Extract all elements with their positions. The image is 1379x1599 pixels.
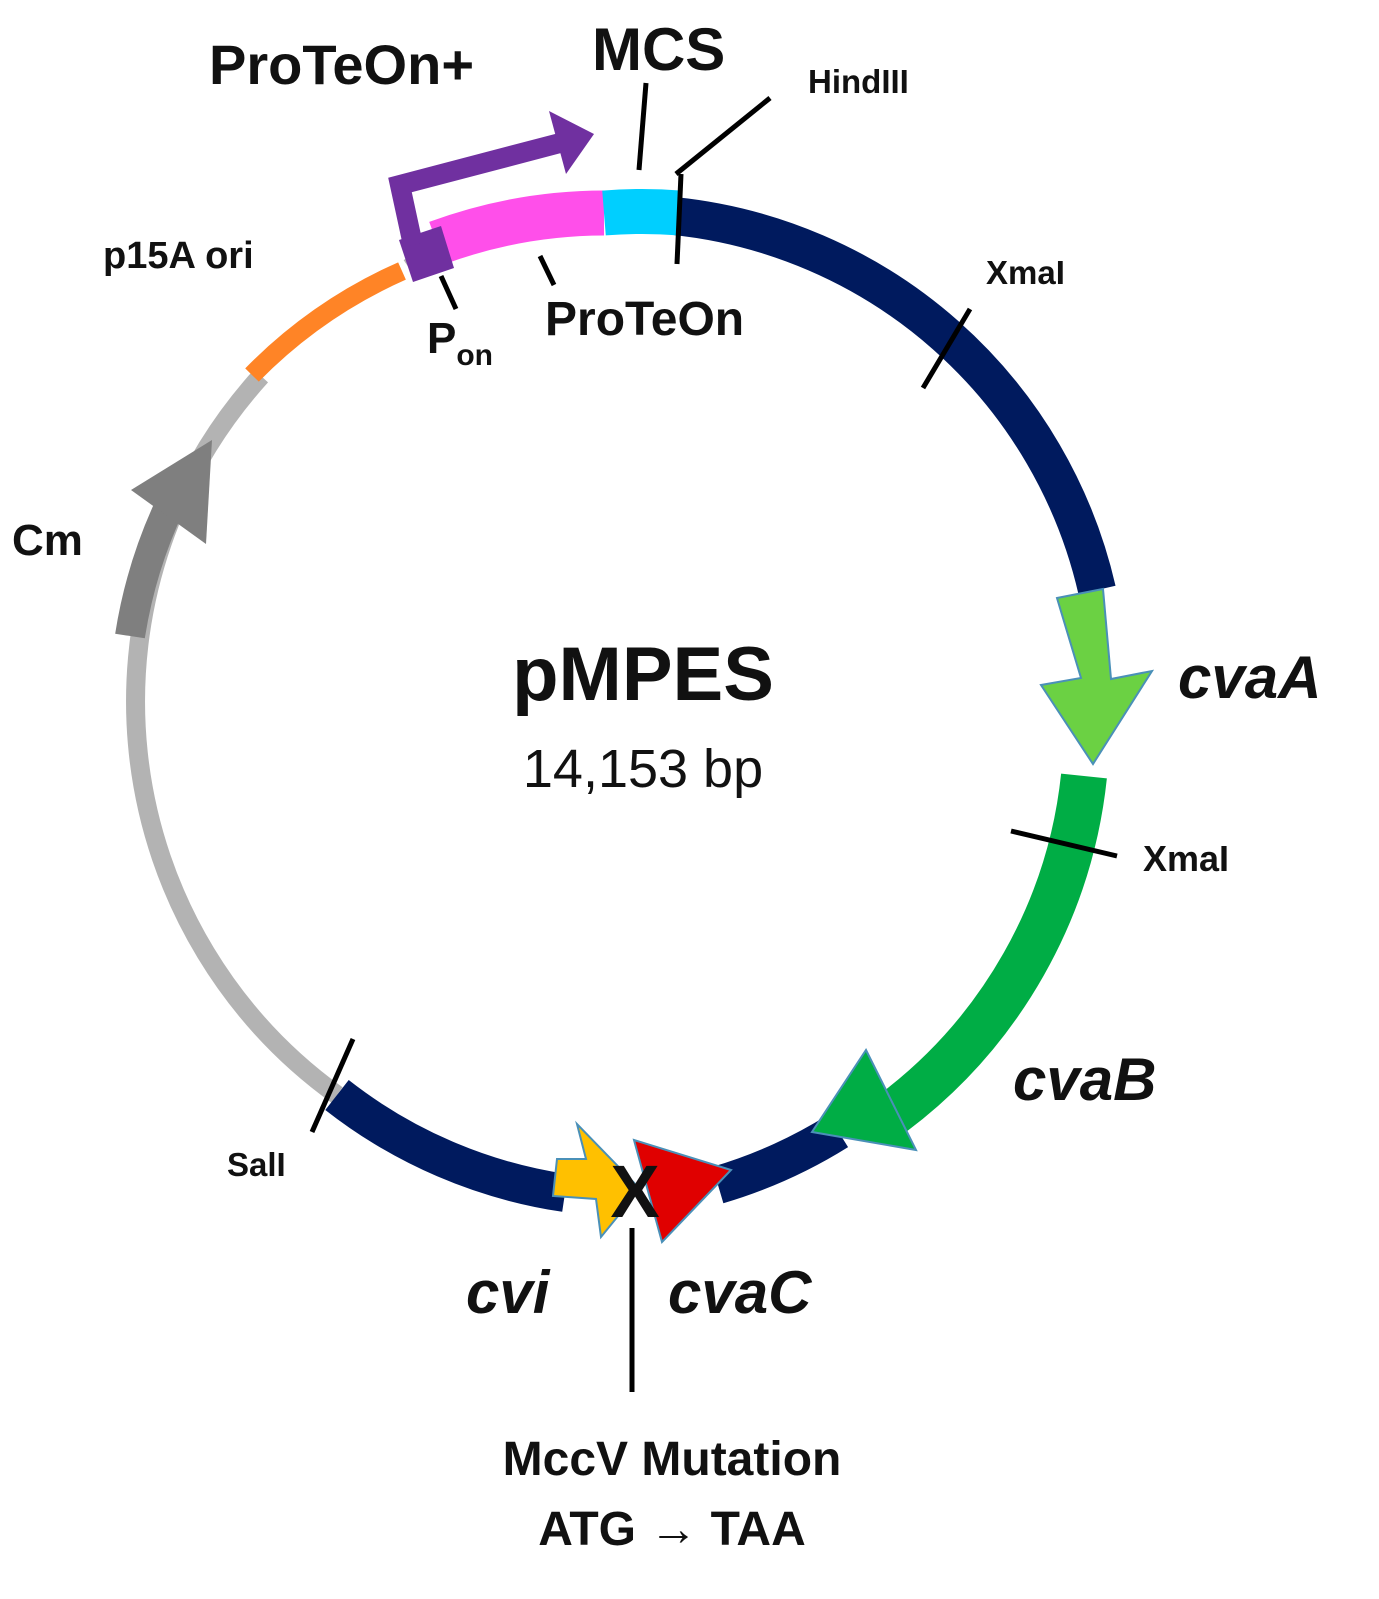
cvi-label: cvi	[466, 1259, 551, 1326]
cvaA-label: cvaA	[1178, 644, 1321, 711]
proteon-segment	[429, 190, 605, 265]
hindiii-label: HindIII	[808, 63, 909, 100]
xmai-mid-site-tick	[1010, 828, 1118, 859]
xmai-top-site-tick	[920, 307, 973, 390]
pon-promoter-arrow	[388, 133, 563, 248]
sali-site-tick	[309, 1037, 356, 1134]
p15a-ori-label: p15A ori	[103, 235, 254, 277]
proteon-label: ProTeOn	[545, 293, 744, 346]
backbone-top-right	[672, 197, 1116, 595]
pon-label-sub: on	[456, 339, 493, 372]
xmai-mid-label: XmaI	[1143, 838, 1229, 879]
cvi-gene-arrow	[551, 1120, 642, 1240]
backbone-bottom-right	[712, 1114, 849, 1204]
sali-label: SalI	[227, 1146, 286, 1183]
cvaB-gene-body	[879, 773, 1107, 1132]
cm-gene-arrowhead	[131, 440, 212, 544]
proteon-plus-label: ProTeOn+	[209, 33, 474, 96]
hindiii-site-tick	[674, 173, 684, 265]
cvaB-label: cvaB	[1013, 1046, 1156, 1113]
pon-promoter-arrowhead	[549, 111, 594, 174]
cvaC-label: cvaC	[668, 1259, 813, 1326]
mcs-leader-line	[636, 82, 649, 171]
pon-leader-line	[438, 274, 459, 311]
backbone-bottom-left	[325, 1079, 568, 1212]
hindiii-leader-line	[674, 96, 772, 176]
mutation-x-mark: X	[610, 1150, 659, 1233]
pon-label-main: P	[427, 314, 456, 363]
cm-gene-body	[115, 498, 184, 639]
cvaA-gene-arrow	[1039, 587, 1155, 766]
mcs-label: MCS	[592, 16, 725, 83]
cm-label: Cm	[12, 516, 83, 565]
plasmid-name: pMPES	[512, 632, 774, 717]
mcs-segment	[602, 189, 682, 236]
cvaB-gene-arrowhead	[810, 1048, 918, 1152]
pon-label: Pon	[427, 314, 493, 372]
xmai-top-label: XmaI	[986, 254, 1065, 291]
cvaC-gene-arrow	[632, 1138, 733, 1244]
proteon-leader-line	[537, 254, 557, 287]
plasmid-size: 14,153 bp	[523, 739, 763, 799]
mutation-label-line1: MccV Mutation	[503, 1433, 842, 1486]
p15a-ori-segment	[245, 262, 406, 382]
mutation-label-line2: ATG → TAA	[538, 1503, 806, 1556]
